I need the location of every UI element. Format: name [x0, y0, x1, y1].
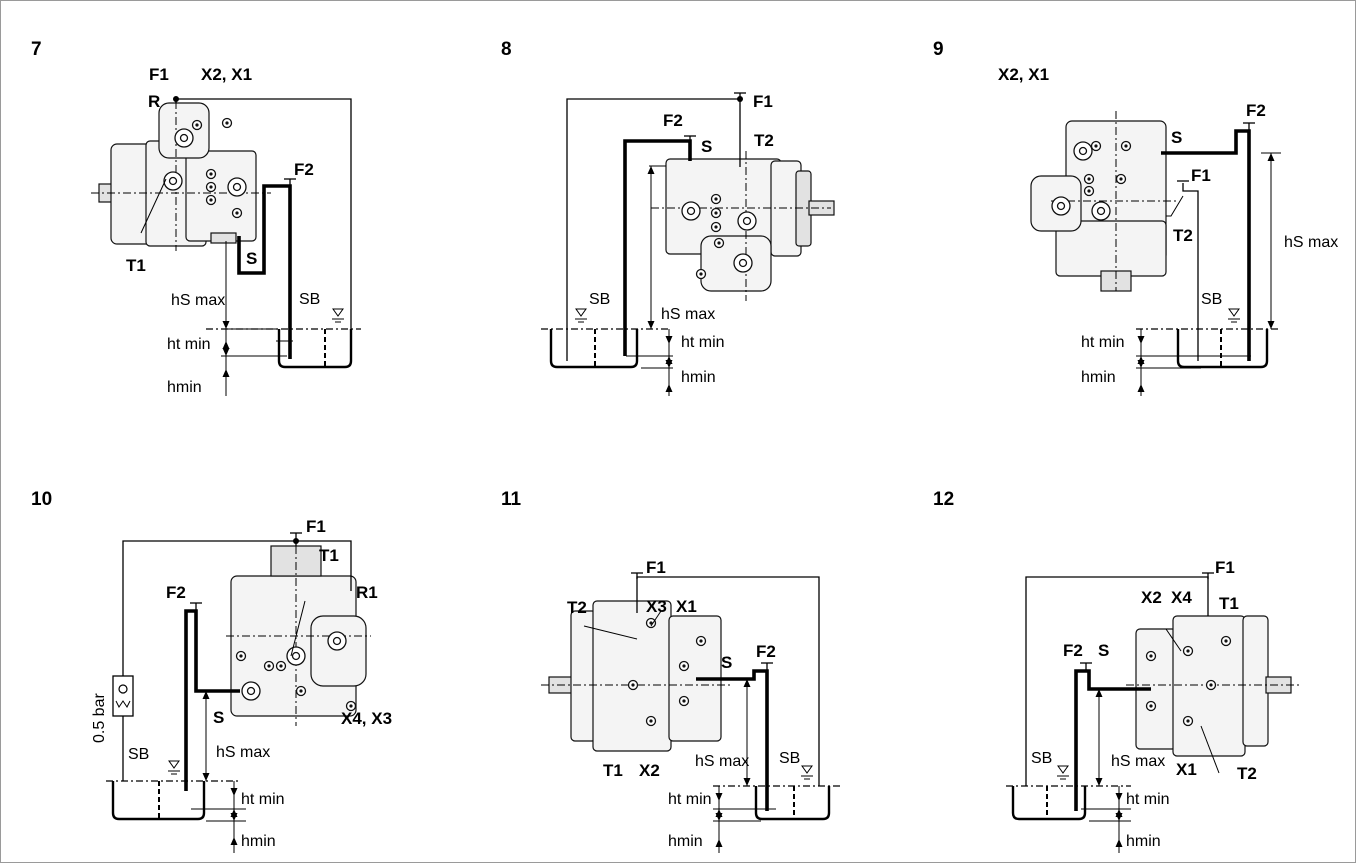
- label-S: S: [1098, 641, 1109, 660]
- label-hmin: hmin: [167, 379, 202, 396]
- label-T1: T1: [1219, 594, 1239, 613]
- label-SB: SB: [1201, 291, 1222, 308]
- label-F1: F1: [753, 92, 773, 111]
- label-ht: ht min: [241, 791, 285, 808]
- label-X2: X2: [1141, 588, 1162, 607]
- pump-body: [226, 545, 371, 726]
- label-F2: F2: [1063, 641, 1083, 660]
- label-hmin: hmin: [1081, 369, 1116, 386]
- pump-body: [1126, 615, 1301, 757]
- label-S: S: [1171, 128, 1182, 147]
- label-F1: F1: [1191, 166, 1211, 185]
- label-hS: hS max: [661, 306, 715, 323]
- label-S: S: [701, 137, 712, 156]
- pump-body: [91, 101, 271, 251]
- label-F2: F2: [663, 111, 683, 130]
- label-ht: ht min: [1126, 791, 1170, 808]
- label-X1: X1: [676, 597, 697, 616]
- label-F1: F1: [646, 558, 666, 577]
- label-T1: T1: [603, 761, 623, 780]
- valve-label: 0.5 bar: [91, 693, 108, 743]
- label-hmin: hmin: [241, 833, 276, 850]
- label-F1: F1: [149, 65, 169, 84]
- label-SB: SB: [589, 291, 610, 308]
- check-valve-icon: [112, 675, 134, 717]
- label-T1: T1: [126, 256, 146, 275]
- label-S: S: [213, 708, 224, 727]
- label-X1: X1: [1176, 760, 1197, 779]
- label-hmin: hmin: [1126, 833, 1161, 850]
- label-X2X1: X2, X1: [998, 65, 1049, 84]
- label-T2: T2: [1237, 764, 1257, 783]
- figure-number: 11: [501, 489, 522, 510]
- label-hS: hS max: [1111, 753, 1165, 770]
- figure-number: 7: [31, 39, 42, 60]
- figure-number: 9: [933, 39, 944, 60]
- figure-number: 10: [31, 489, 52, 510]
- label-T1: T1: [319, 546, 339, 565]
- label-X2X1: X2, X1: [201, 65, 252, 84]
- label-ht: ht min: [668, 791, 712, 808]
- label-X3: X3: [646, 597, 667, 616]
- label-S: S: [246, 249, 257, 268]
- label-S: S: [721, 653, 732, 672]
- label-SB: SB: [1031, 750, 1052, 767]
- label-ht: ht min: [167, 336, 211, 353]
- label-T2: T2: [567, 598, 587, 617]
- label-SB: SB: [779, 750, 800, 767]
- label-SB: SB: [299, 291, 320, 308]
- figure-7: 7: [31, 39, 361, 396]
- figure-9: 9 X2: [933, 39, 1338, 396]
- label-X2: X2: [639, 761, 660, 780]
- label-SB: SB: [128, 746, 149, 763]
- label-R: R: [148, 92, 160, 111]
- label-hS: hS max: [216, 744, 270, 761]
- label-F2: F2: [294, 160, 314, 179]
- label-F2: F2: [756, 642, 776, 661]
- label-hS: hS max: [695, 753, 749, 770]
- label-hmin: hmin: [668, 833, 703, 850]
- pump-body: [541, 600, 731, 752]
- label-T2: T2: [754, 131, 774, 150]
- label-hmin: hmin: [681, 369, 716, 386]
- figure-8: 8: [501, 39, 835, 396]
- label-R1: R1: [356, 583, 378, 602]
- figure-number: 8: [501, 39, 512, 60]
- figure-11: 11 F1 T2 X3 X1: [501, 489, 841, 853]
- label-T2: T2: [1173, 226, 1193, 245]
- figure-12: 12 F1 X2 X4 T1: [933, 489, 1301, 853]
- pump-body: [1030, 111, 1176, 292]
- label-F1: F1: [306, 517, 326, 536]
- label-F1: F1: [1215, 558, 1235, 577]
- label-X4X3: X4, X3: [341, 709, 392, 728]
- figure-number: 12: [933, 489, 954, 510]
- figure-10: 10: [31, 489, 392, 853]
- label-hS: hS max: [171, 292, 225, 309]
- label-F2: F2: [1246, 101, 1266, 120]
- label-hS: hS max: [1284, 234, 1338, 251]
- label-X4: X4: [1171, 588, 1192, 607]
- label-ht: ht min: [681, 334, 725, 351]
- pump-body: [651, 151, 835, 301]
- label-ht: ht min: [1081, 334, 1125, 351]
- label-F2: F2: [166, 583, 186, 602]
